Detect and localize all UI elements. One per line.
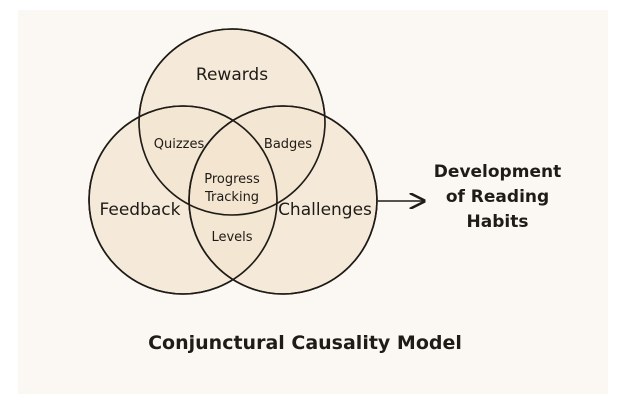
outcome-label: Development of Reading Habits (410, 160, 585, 235)
label-levels: Levels (211, 230, 252, 245)
label-progress: Progress (204, 172, 260, 187)
label-challenges: Challenges (278, 200, 372, 220)
label-rewards: Rewards (196, 65, 268, 85)
outcome-line-2: of Reading (445, 187, 550, 207)
label-badges: Badges (264, 137, 312, 152)
outcome-line-1: Development (433, 162, 562, 182)
outcome-line-3: Habits (466, 212, 529, 232)
outline-feedback (88, 105, 278, 295)
label-feedback: Feedback (100, 200, 181, 220)
outline-challenges (188, 105, 378, 295)
outline-rewards (138, 28, 326, 216)
label-quizzes: Quizzes (154, 137, 205, 152)
label-tracking: Tracking (204, 190, 259, 205)
diagram-title: Conjunctural Causality Model (148, 332, 462, 354)
